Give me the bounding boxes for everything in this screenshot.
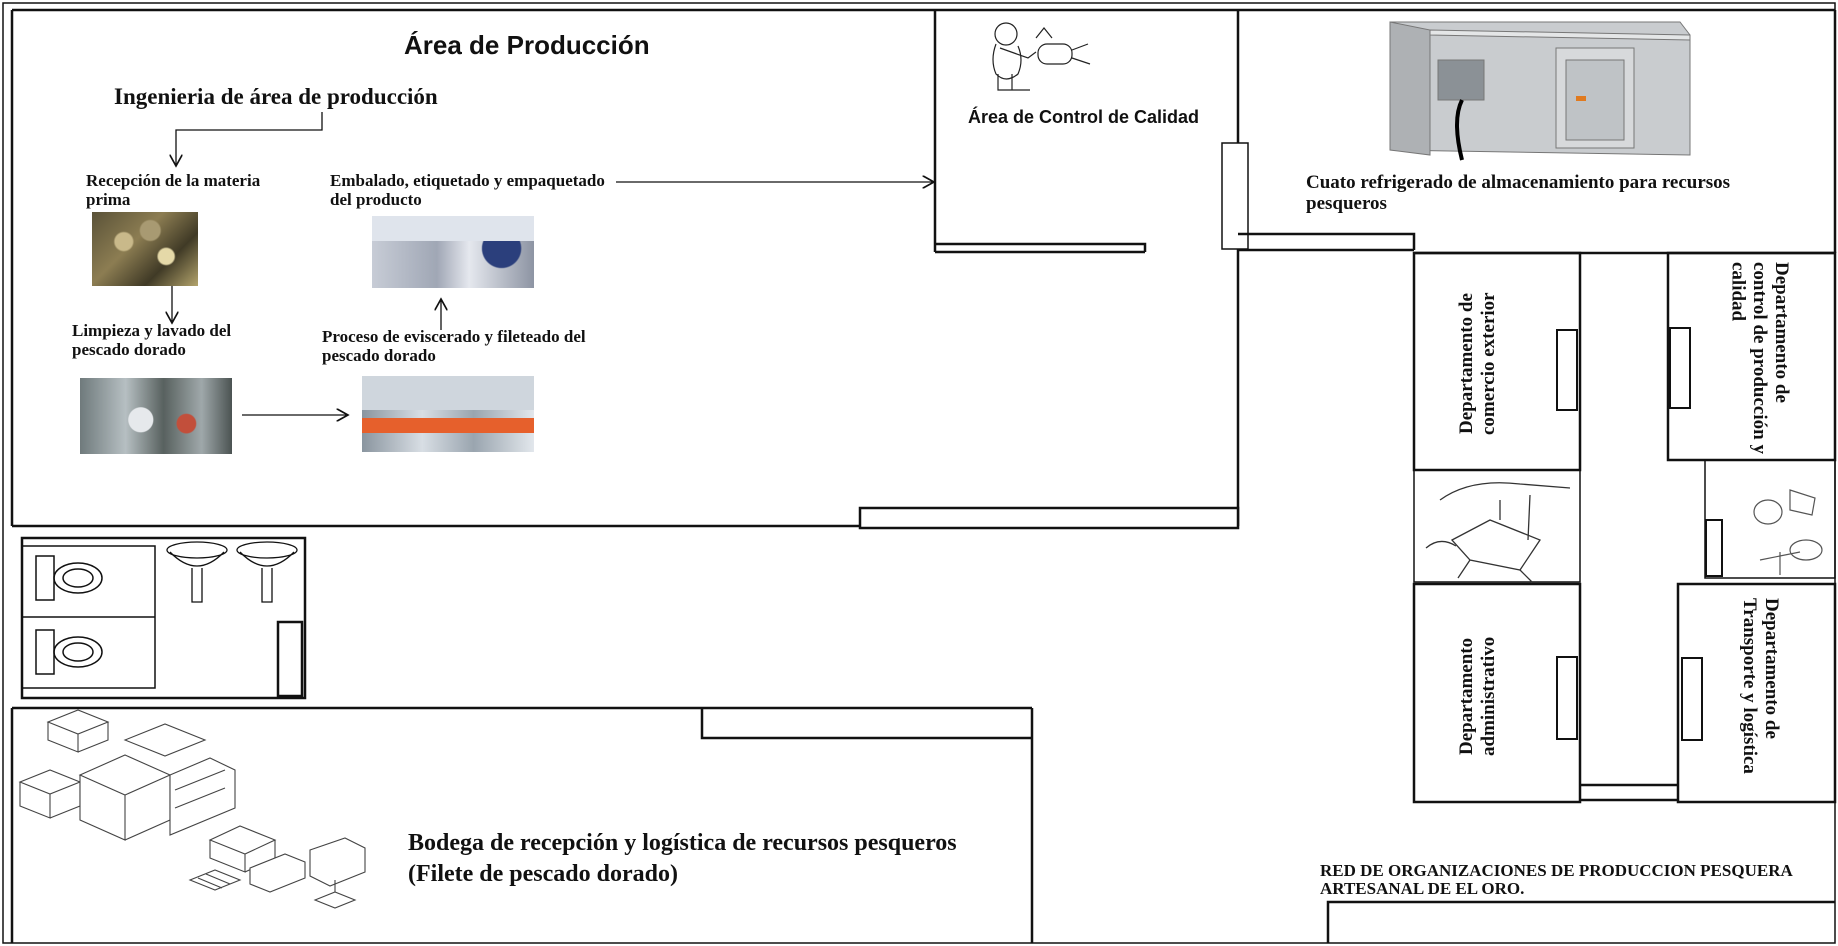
- dept-administrative-label: Departamento administrativo: [1456, 636, 1499, 756]
- door-transport: [1681, 657, 1703, 741]
- door-production-control: [1669, 327, 1691, 409]
- production-engineering-subtitle: Ingenieria de área de producción: [114, 84, 438, 109]
- office-connector: [1580, 783, 1678, 802]
- sink-icon: [166, 541, 228, 603]
- step-packing: Embalado, etiquetado y empaquetado del p…: [330, 171, 605, 210]
- photo-evisceration: [362, 376, 534, 452]
- warehouse-boxes-icon: [18, 709, 366, 909]
- photo-packing: [372, 216, 534, 288]
- inspector-icon: [992, 22, 1091, 91]
- dept-foreign-trade-label: Departamento de comercio exterior: [1456, 292, 1499, 436]
- dept-transport-label: Departamento de Transporte y logística: [1739, 598, 1782, 774]
- quality-door: [1221, 142, 1249, 250]
- production-door: [858, 506, 1240, 530]
- restroom-door: [276, 620, 304, 698]
- warehouse-label: Bodega de recepción y logística de recur…: [408, 830, 957, 888]
- dept-production-quality-label: Departamento de control de producción y …: [1727, 262, 1792, 454]
- door-foreign-trade: [1556, 329, 1578, 411]
- production-area-wall: [10, 8, 1240, 528]
- door-administrative: [1556, 656, 1578, 740]
- cold-room-image: [1389, 21, 1691, 161]
- office-administrative: [1412, 582, 1582, 804]
- toilet-icon: [35, 629, 103, 675]
- warehouse-wall: [10, 706, 1034, 943]
- corridor-photo-frame: [1413, 469, 1581, 583]
- toilet-icon: [35, 555, 103, 601]
- flow-connector: [176, 112, 323, 166]
- restroom-stall-walls: [22, 545, 156, 689]
- sink-icon: [236, 541, 298, 603]
- step-evisceration: Proceso de eviscerado y fileteado del pe…: [322, 327, 586, 366]
- quality-room-wall: [933, 8, 1238, 254]
- photo-cleaning: [80, 378, 232, 454]
- restroom-block: [20, 536, 307, 700]
- production-area-title: Área de Producción: [404, 30, 650, 60]
- restroom-small-frame: [1704, 459, 1836, 579]
- step-raw-material-reception: Recepción de la materia prima: [86, 171, 261, 210]
- cold-room-label: Cuato refrigerado de almacenamiento para…: [1306, 172, 1731, 215]
- office-transport: [1676, 582, 1837, 804]
- step-cleaning: Limpieza y lavado del pescado dorado: [72, 321, 232, 360]
- photo-raw-material-reception: [92, 212, 198, 286]
- title-block: [1326, 900, 1835, 943]
- small-restroom-icon: [1753, 489, 1823, 575]
- quality-control-label: Área de Control de Calidad: [968, 107, 1200, 127]
- organization-name: RED DE ORGANIZACIONES DE PRODUCCION PESQ…: [1320, 861, 1792, 898]
- cold-room-wall: [1238, 8, 1837, 255]
- machine-sketch-icon: [1425, 482, 1571, 583]
- door-small-restroom: [1705, 519, 1723, 577]
